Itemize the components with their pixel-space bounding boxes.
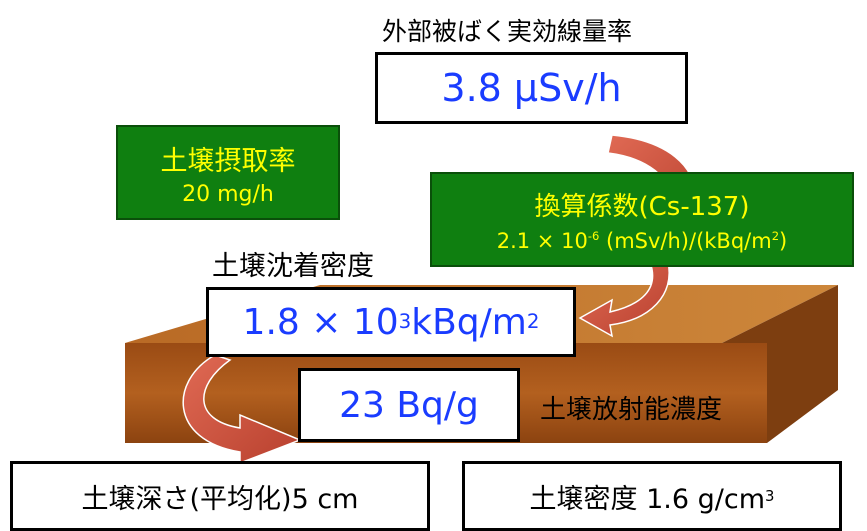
deposition-value: 1.8 × 10	[242, 301, 399, 343]
depth-text: 土壌深さ(平均化)5 cm	[81, 483, 359, 515]
density-text: 土壌密度 1.6 g/cm	[529, 483, 766, 515]
conversion-factor-box: 換算係数(Cs-137) 2.1 × 10-6 (mSv/h)/(kBq/m2)	[430, 172, 854, 267]
arrow-deposition-to-concentration	[182, 354, 303, 465]
exposure-rate-value: 3.8 μSv/h	[441, 66, 622, 110]
conversion-unit-end: )	[779, 229, 788, 253]
conversion-unit-sup: 2	[771, 229, 780, 243]
soil-intake-value: 20 mg/h	[182, 181, 274, 207]
concentration-value: 23 Bq/g	[339, 384, 479, 426]
conversion-exp: -6	[587, 229, 600, 243]
deposition-title: 土壌沈着密度	[212, 251, 374, 282]
conversion-coef: 2.1 × 10	[496, 229, 588, 253]
soil-intake-title: 土壌摂取率	[160, 145, 296, 177]
exposure-rate-title: 外部被ばく実効線量率	[382, 17, 633, 46]
concentration-label: 土壌放射能濃度	[540, 395, 723, 425]
conversion-factor-value: 2.1 × 10-6 (mSv/h)/(kBq/m2)	[497, 229, 788, 253]
exposure-rate-box: 3.8 μSv/h	[375, 52, 688, 124]
conversion-factor-title: 換算係数(Cs-137)	[534, 192, 750, 222]
conversion-unit: (mSv/h)/(kBq/m	[599, 229, 772, 253]
soil-intake-box: 土壌摂取率 20 mg/h	[116, 125, 340, 220]
concentration-box: 23 Bq/g	[298, 368, 520, 442]
arrow-factor-to-deposition	[578, 261, 670, 338]
deposition-unit: kBq/m	[411, 301, 527, 343]
depth-box: 土壌深さ(平均化)5 cm	[10, 461, 430, 531]
